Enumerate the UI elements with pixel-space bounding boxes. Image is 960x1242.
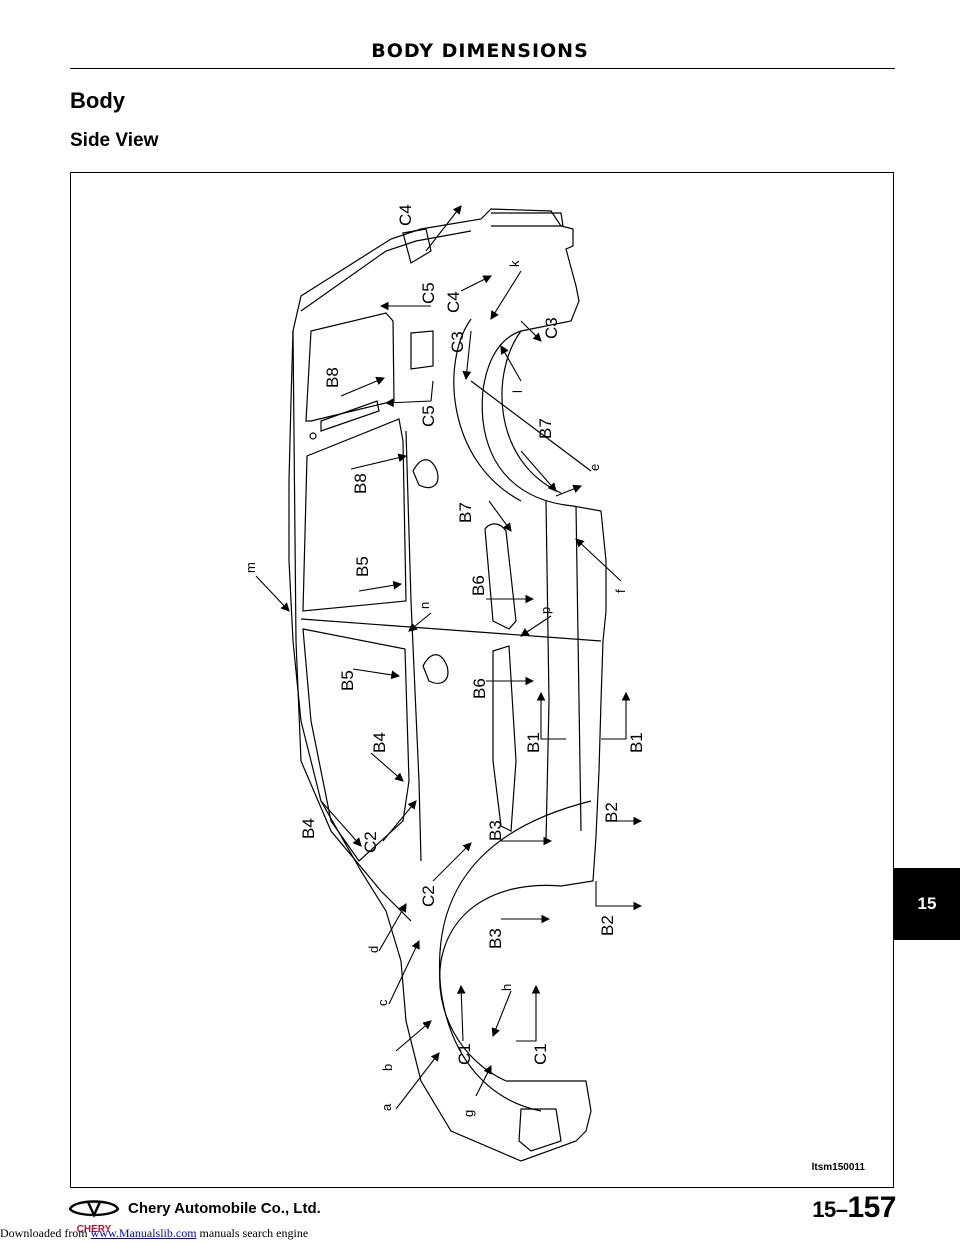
dim-label: C3 xyxy=(542,317,561,339)
dim-label: C5 xyxy=(419,282,438,304)
dim-label: C2 xyxy=(361,831,380,853)
dim-label: B3 xyxy=(486,928,505,949)
dim-label: C4 xyxy=(396,204,415,226)
download-note-suffix: manuals search engine xyxy=(199,1226,309,1240)
dim-label: B5 xyxy=(353,556,372,577)
dim-label: g xyxy=(461,1110,476,1117)
header-rule xyxy=(70,68,895,69)
dim-label: B3 xyxy=(486,820,505,841)
dim-label: B2 xyxy=(602,802,621,823)
page-header-title: BODY DIMENSIONS xyxy=(371,40,589,62)
dim-label: B5 xyxy=(338,670,357,691)
subsection-heading: Side View xyxy=(70,130,159,151)
dim-label: B8 xyxy=(351,473,370,494)
dim-label: B2 xyxy=(598,915,617,936)
section-heading: Body xyxy=(70,88,125,113)
download-note-prefix: Downloaded from xyxy=(0,1226,88,1240)
figure-frame: C4 C5 C4 k C3 C3 l B8 C5 B8 B7 e B7 m B5… xyxy=(70,172,894,1188)
chery-logo-icon: CHERY xyxy=(68,1200,120,1235)
page-number-value: 157 xyxy=(847,1191,896,1224)
figure-id: ltsm150011 xyxy=(811,1162,865,1173)
company-name: Chery Automobile Co., Ltd. xyxy=(128,1200,321,1217)
dim-label: C1 xyxy=(455,1043,474,1065)
page-footer: CHERY Chery Automobile Co., Ltd. 15–157 xyxy=(0,1191,960,1242)
dim-label: B6 xyxy=(469,575,488,596)
dim-label: B7 xyxy=(536,418,555,439)
dim-label: b xyxy=(380,1064,395,1071)
dim-label: B1 xyxy=(524,732,543,753)
dim-label: C5 xyxy=(419,405,438,427)
manualslib-link[interactable]: www.Manualslib.com xyxy=(90,1226,197,1240)
download-note: Downloaded from www.Manualslib.com manua… xyxy=(0,1226,308,1241)
dim-label: B7 xyxy=(456,502,475,523)
chapter-tab: 15 xyxy=(894,868,960,940)
dim-label: l xyxy=(510,390,525,393)
dim-label: B4 xyxy=(370,732,389,753)
dim-label: n xyxy=(417,602,432,609)
dim-label: B6 xyxy=(470,678,489,699)
dim-label: p xyxy=(538,607,553,614)
dim-label: h xyxy=(499,984,514,991)
dim-label: m xyxy=(243,562,258,573)
dim-label: a xyxy=(379,1103,394,1111)
svg-text:CHERY: CHERY xyxy=(77,1224,112,1235)
dim-label: C2 xyxy=(419,885,438,907)
dim-label: C3 xyxy=(448,331,467,353)
dim-label: c xyxy=(375,999,390,1006)
dim-label: d xyxy=(366,946,381,953)
dim-label: B4 xyxy=(299,818,318,839)
dim-label: k xyxy=(507,260,522,267)
dim-label: B8 xyxy=(323,367,342,388)
dim-label: f xyxy=(613,589,628,593)
dim-label: C1 xyxy=(531,1043,550,1065)
page-number: 15–157 xyxy=(812,1191,896,1225)
dim-label: B1 xyxy=(627,732,646,753)
dim-label: e xyxy=(587,464,602,471)
page-prefix: 15– xyxy=(812,1197,848,1222)
car-side-view-diagram: C4 C5 C4 k C3 C3 l B8 C5 B8 B7 e B7 m B5… xyxy=(243,204,646,1162)
dim-label: C4 xyxy=(444,291,463,313)
